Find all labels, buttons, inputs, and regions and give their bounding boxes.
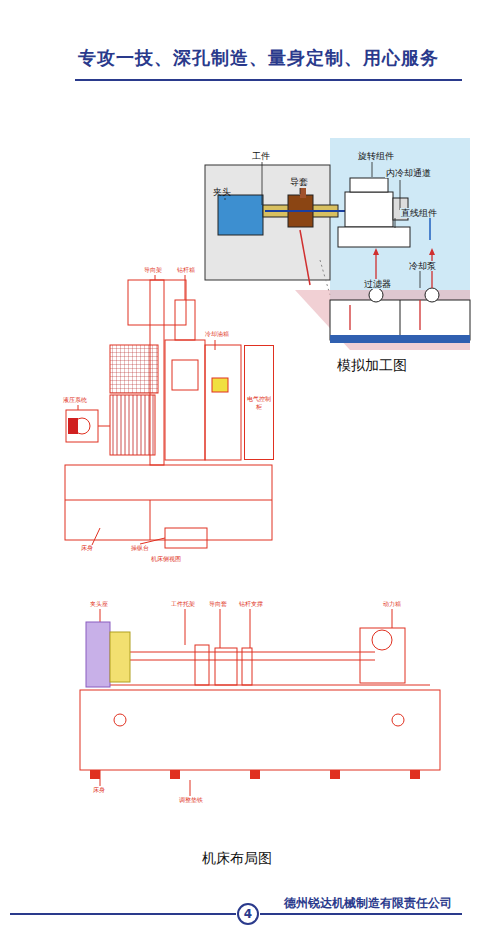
part-label: 旋转组件 [357,151,395,161]
part-label: 钻杆支撑 [238,601,264,608]
part-label: 直线组件 [400,208,438,218]
part-label: 工件托架 [170,601,196,608]
part-label: 工件 [252,151,270,161]
part-label: 钻杆箱 [176,267,196,274]
part-label: 操纵台 [130,545,150,552]
caption: 机床布局图 [202,850,272,866]
part-label: 冷却泵 [408,261,437,271]
caption: 模拟加工图 [337,357,407,373]
node-text: 电气控制柜 [247,395,271,409]
foot [330,770,340,779]
part-label: 机床侧视图 [150,556,182,563]
foot [410,770,420,779]
part-label: 夹头 [213,187,231,197]
foot [90,770,100,779]
part-label: 床身 [80,545,94,552]
foot [250,770,260,779]
part-label: 夹头座 [89,601,109,608]
part-label: 动力箱 [382,601,402,608]
cabinet-box: 电气控制柜 [244,345,274,460]
part-label: 冷却油箱 [204,331,230,338]
part-label: 液压系统 [62,397,88,404]
part-label: 导向架 [143,267,163,274]
part-label: 导套 [290,177,308,187]
header-slogan: 专攻一技、深孔制造、量身定制、用心服务 [78,48,439,69]
page-number: 4 [237,903,259,925]
part-label: 调整垫铁 [178,797,204,804]
part-label: 导向套 [208,601,228,608]
part-label: 内冷却通道 [385,168,432,178]
part-label: 过滤器 [363,279,392,289]
company-name: 德州锐达机械制造有限责任公司 [284,897,452,911]
foot [170,770,180,779]
node-text: 4 [244,907,252,921]
part-label: 床身 [92,787,106,794]
